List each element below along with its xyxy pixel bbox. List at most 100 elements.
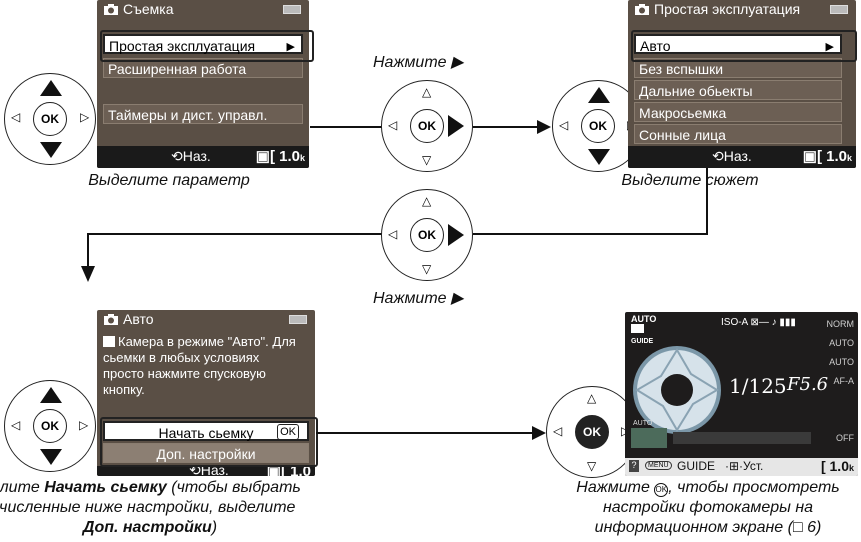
screen-title: Простая эксплуатация	[654, 1, 801, 17]
ok-button[interactable]: OK	[33, 409, 67, 443]
battery-icon	[830, 5, 848, 14]
menu-badge: MENU	[645, 461, 672, 470]
up-arrow-outline: △	[587, 391, 597, 405]
aperture-value: F5.6	[787, 374, 829, 395]
flash-row	[673, 432, 811, 444]
screen-header: Съемка	[97, 0, 309, 20]
iso-status: ISO-A ⊠— ♪ ▮▮▮	[721, 317, 796, 328]
start-shooting-option[interactable]: Начать сьемку OK	[103, 421, 309, 441]
selection-frame	[631, 30, 857, 62]
info-bottom-bar: ? MENU GUIDE ·⊞·Уст. [ 1.0k	[625, 458, 858, 476]
left-arrow-outline: ◁	[388, 118, 398, 132]
set-label: ·⊞·Уст.	[725, 459, 764, 473]
battery-icon	[283, 5, 301, 14]
caption-highlight-scene: Выделите сюжет	[621, 172, 759, 189]
left-arrow-outline: ◁	[388, 227, 398, 241]
menu-item-advanced[interactable]: Расширенная работа	[103, 58, 303, 78]
connector-line	[310, 126, 382, 128]
scene-item-no-flash[interactable]: Без вспышки	[634, 58, 842, 78]
selection-frame	[100, 417, 318, 467]
screen-footer: ⟲Наз. ▣[ 1.0k	[628, 146, 856, 168]
screen-title: Съемка	[123, 1, 174, 17]
shots-remaining: ▣[ 1.0k	[802, 148, 852, 165]
camera-icon	[635, 4, 649, 15]
ok-button[interactable]: OK	[410, 218, 444, 252]
up-arrow-icon	[40, 387, 62, 403]
left-arrow-icon	[12, 113, 20, 125]
multi-selector-right[interactable]: OK △ ▽ ◁	[381, 189, 473, 281]
left-arrow-outline: ◁	[11, 418, 21, 432]
down-arrow-outline: ▽	[422, 262, 432, 276]
info-top-left: AUTO GUIDE	[631, 314, 657, 345]
connector-arrowhead	[532, 426, 546, 440]
ok-badge: OK	[277, 424, 299, 440]
ok-button-pressed[interactable]: OK	[575, 415, 609, 449]
guide-label: GUIDE	[677, 459, 716, 473]
ok-button[interactable]: OK	[410, 109, 444, 143]
shots-remaining: ▣[ 1.0k	[255, 148, 305, 165]
left-arrow-outline: ◁	[559, 118, 569, 132]
screen-footer: ⟲Наз. ▣[ 1.0k	[97, 146, 309, 168]
scene-item-sleeping-faces[interactable]: Сонные лица	[634, 124, 842, 144]
information-display: AUTO GUIDE ISO-A ⊠— ♪ ▮▮▮ 1/125 F5.6 NOR…	[625, 312, 858, 476]
up-arrow-icon	[40, 80, 62, 96]
menu-item-easy-operation[interactable]: Простая эксплуатация▶	[103, 34, 303, 54]
auto-label: AUTO	[633, 420, 653, 427]
press-right-label-1: Нажмите ▶	[373, 54, 464, 71]
battery-icon	[289, 315, 307, 324]
up-arrow-icon	[588, 87, 610, 103]
camera-icon	[104, 314, 118, 325]
right-column: NORM AUTO AUTO AF-A OFF	[826, 319, 855, 443]
connector-vertical-right	[706, 168, 708, 234]
right-arrow-outline: ▷	[80, 110, 90, 124]
screen-header: Простая эксплуатация	[628, 0, 856, 20]
shots-remaining: [ 1.0k	[820, 458, 854, 474]
back-label: ⟲Наз.	[712, 148, 752, 164]
left-arrow-outline: ◁	[553, 424, 563, 438]
connector-horizontal-left	[87, 233, 382, 235]
connector-arrowhead	[537, 120, 551, 134]
multi-selector-right[interactable]: OK △ ▽ ◁	[381, 80, 473, 172]
book-icon: □	[792, 519, 803, 536]
screen-header: Авто	[97, 310, 315, 330]
more-settings-option[interactable]: Доп. настройки	[103, 443, 309, 463]
up-arrow-outline: △	[422, 85, 432, 99]
multi-selector-up-down[interactable]: OK ◁ ▷	[4, 380, 96, 472]
aperture-graphic	[633, 346, 721, 434]
scene-item-macro[interactable]: Макросьемка	[634, 102, 842, 122]
multi-selector-ok[interactable]: OK △ ▽ ◁ ▷	[546, 386, 638, 478]
camera-icon	[631, 324, 644, 333]
right-arrow-icon	[80, 113, 88, 125]
multi-selector-up-down[interactable]: OK ◁ ▷	[4, 73, 96, 165]
connector-arrow-line	[473, 126, 543, 128]
caption-start-shooting: Выделите Начать сьемку (чтобы выбрать пе…	[0, 479, 300, 536]
down-arrow-icon	[40, 142, 62, 158]
scene-item-distant[interactable]: Дальние обьекты	[634, 80, 842, 100]
down-arrow-outline: ▽	[587, 459, 597, 473]
camera-icon	[104, 4, 118, 15]
arrow-right-icon: ▶	[286, 41, 295, 53]
connector-vertical-left	[87, 233, 89, 271]
ok-button[interactable]: OK	[581, 109, 615, 143]
help-icon: ?	[629, 460, 639, 472]
ok-button[interactable]: OK	[33, 102, 67, 136]
right-arrow-icon	[448, 115, 464, 137]
screen-footer: ⟲Наз. ▣[ 1.0	[97, 462, 315, 476]
right-arrow-icon	[448, 224, 464, 246]
scene-item-auto[interactable]: Авто▶	[634, 34, 842, 54]
down-arrow-outline: ▽	[422, 153, 432, 167]
menu-item-timers[interactable]: Таймеры и дист. управл.	[103, 104, 303, 124]
left-arrow-outline: ◁	[11, 110, 21, 124]
scene-info-screen-auto: Авто Камера в режиме "Авто". Для сьемки …	[97, 310, 315, 476]
screen-title: Авто	[123, 311, 154, 327]
back-label: ⟲Наз.	[171, 148, 211, 164]
caption-highlight-option: Выделите параметр	[88, 172, 250, 189]
press-right-label-2: Нажмите ▶	[373, 290, 464, 307]
ok-button-icon: OK	[654, 483, 669, 497]
down-arrow-icon	[40, 449, 62, 465]
auto-mode-icon	[103, 336, 115, 347]
caption-view-info: Нажмите OK, чтобы просмотреть настройки …	[576, 479, 840, 536]
shutter-speed: 1/125	[729, 374, 787, 398]
scene-message: Камера в режиме "Авто". Для сьемки в люб…	[103, 334, 296, 397]
up-arrow-outline: △	[422, 194, 432, 208]
